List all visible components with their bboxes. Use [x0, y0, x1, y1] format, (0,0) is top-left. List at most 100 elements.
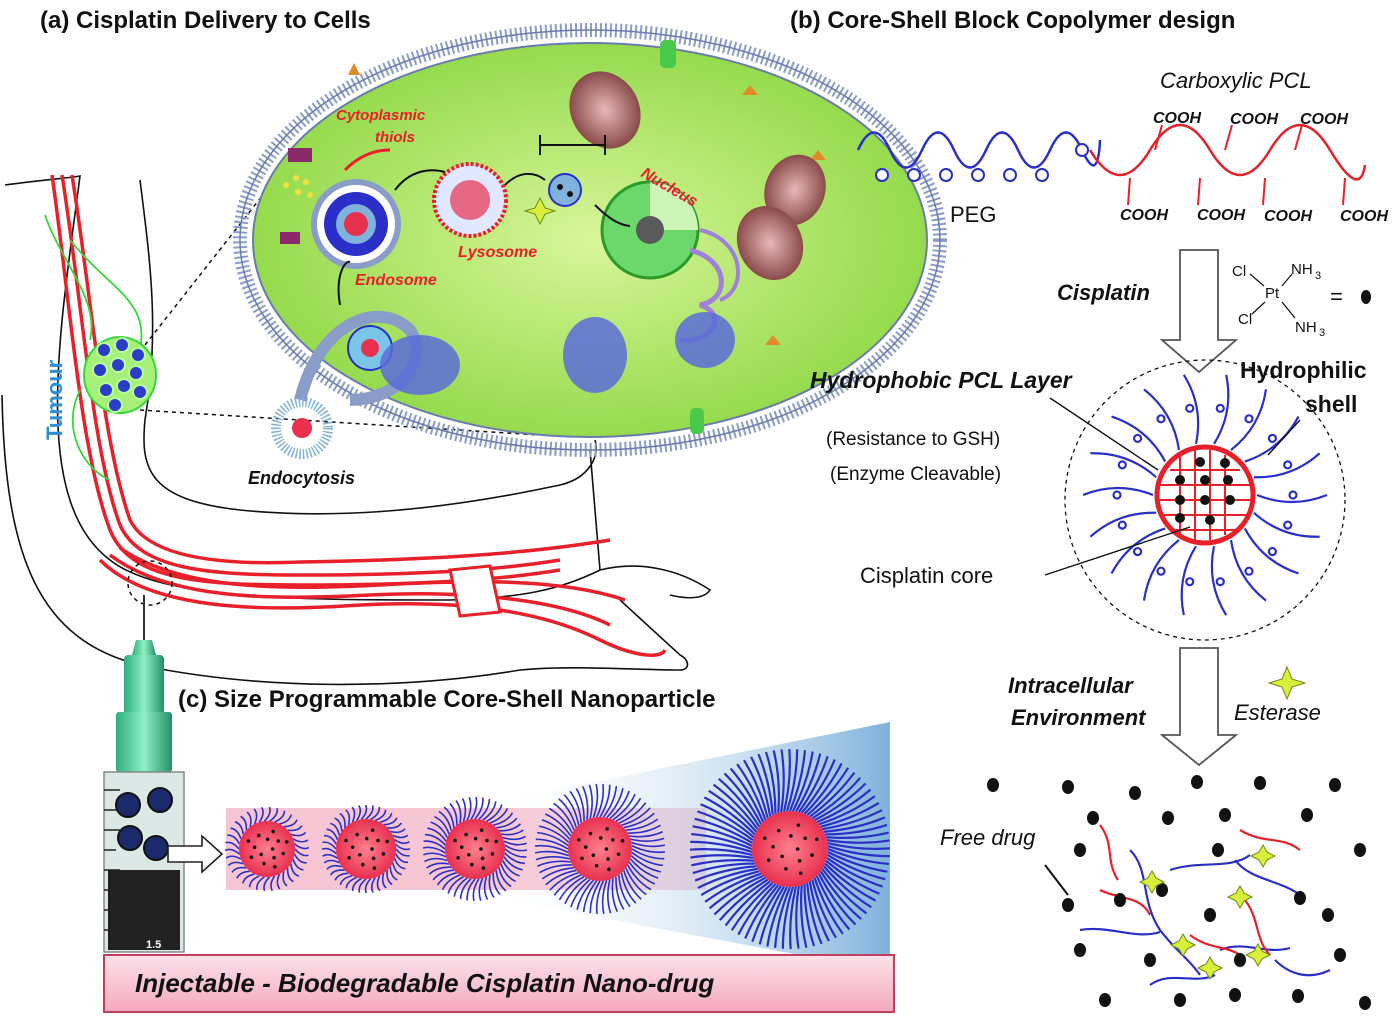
shell-strand: [803, 884, 816, 947]
esterase-star: [1138, 869, 1166, 895]
shell-strand: [255, 876, 265, 890]
shell-strand: [329, 822, 341, 836]
nanoparticle-series: [224, 748, 891, 950]
shell-strand: [500, 863, 516, 883]
shell-strand: [395, 848, 410, 857]
cisplatin-label: Cisplatin: [1057, 280, 1150, 305]
polymer-fragment: [1219, 945, 1291, 952]
free-drug-dot: [1074, 843, 1086, 857]
shell-strand: [227, 861, 244, 867]
shell-strand: [339, 812, 346, 828]
shell-strand: [602, 786, 618, 818]
core-drug-dot: [479, 828, 484, 832]
shell-strand: [827, 841, 891, 850]
core-drug-dot: [347, 856, 351, 860]
free-drug-dot: [1354, 843, 1366, 857]
shell-strand: [811, 777, 862, 820]
shell-strand: [502, 835, 526, 841]
shell-strand: [553, 874, 582, 896]
core-drug-dot: [485, 838, 489, 843]
nanoparticle-core: [445, 819, 505, 879]
shell-strand: [438, 810, 452, 831]
shell-strand: [803, 762, 843, 815]
shell-strand: [436, 872, 457, 886]
micelle-arm: [1142, 539, 1180, 601]
shell-strand: [427, 827, 447, 842]
shell-strand: [287, 825, 303, 832]
shell-strand: [286, 867, 294, 883]
shell-strand: [570, 878, 591, 908]
core-drug-dot: [276, 839, 281, 843]
pathway-arrows: [337, 169, 631, 306]
cell: [233, 23, 947, 457]
shell-strand: [697, 810, 754, 842]
thiols-label: thiols: [375, 129, 415, 146]
core-drug-dot: [453, 838, 457, 843]
micelle-arm: [1230, 389, 1268, 451]
shell-strand: [430, 821, 448, 838]
polymer-fragment: [1244, 899, 1271, 956]
shell-strand: [389, 866, 398, 881]
polymer-fragment: [1234, 859, 1301, 896]
shell-strand: [708, 874, 764, 910]
shell-strand: [293, 853, 307, 864]
free-drug-dot: [1301, 808, 1313, 822]
shell-strand: [240, 815, 248, 831]
shell-strand: [394, 839, 410, 845]
shell-strand: [826, 856, 883, 888]
shell-strand: [625, 867, 647, 896]
shell-strand: [326, 864, 342, 870]
panel-a-title: (a) Cisplatin Delivery to Cells: [40, 7, 371, 34]
nanoparticle: [422, 796, 528, 902]
shell-strand: [782, 748, 791, 812]
shell-strand: [823, 865, 872, 909]
core-drug-dot: [797, 859, 802, 863]
shell-strand: [478, 877, 484, 901]
banner: [103, 954, 895, 1013]
shell-strand: [730, 882, 774, 931]
shell-strand: [780, 749, 785, 813]
free-drug-dot: [1212, 843, 1224, 857]
core-drug-dot: [459, 845, 464, 849]
shell-strand: [345, 809, 351, 825]
shell-strand: [234, 821, 244, 835]
core-drug-dot: [357, 853, 362, 857]
core-drug-dot: [350, 845, 355, 849]
core-drug-dot: [588, 831, 593, 836]
shell-strand: [623, 812, 655, 829]
micelle-arm-bead: [1132, 433, 1143, 444]
shell-strand: [569, 790, 582, 824]
shell-strand: [718, 878, 769, 921]
shell-strand: [615, 797, 642, 822]
shell-strand: [322, 853, 338, 859]
esterase-stars: [1138, 843, 1277, 981]
shell-strand: [392, 834, 409, 839]
micelle-arm-bead: [1283, 460, 1293, 470]
channel-protein-2: [690, 408, 704, 434]
core-drug-dot: [776, 828, 781, 833]
shell-strand: [426, 862, 450, 869]
shell-strand: [744, 884, 780, 939]
polymer-fragment: [1169, 854, 1251, 872]
injection-arrow: [167, 834, 224, 874]
micelle-arm: [1089, 511, 1157, 538]
syringe-mark: 1.5: [146, 939, 161, 951]
shell-strand: [599, 784, 611, 818]
shell-strand: [323, 859, 340, 864]
channel-protein: [660, 40, 676, 68]
core-drug-dot: [456, 856, 460, 860]
shell-strand: [492, 872, 501, 896]
core-drug-dot: [789, 834, 793, 838]
shell-strand: [791, 751, 814, 812]
free-drug-dot: [1219, 808, 1231, 822]
core-drug-dot: [583, 845, 588, 849]
shell-strand: [495, 870, 507, 892]
pt: Pt: [1265, 285, 1280, 302]
shell-strand: [627, 824, 661, 834]
core-drug-dot: [469, 862, 474, 867]
micelle-arm: [1229, 539, 1267, 602]
shell-strand: [631, 841, 666, 848]
shell-strand: [443, 806, 455, 828]
core-drug-dot: [607, 867, 611, 872]
shell-strand: [827, 844, 890, 858]
